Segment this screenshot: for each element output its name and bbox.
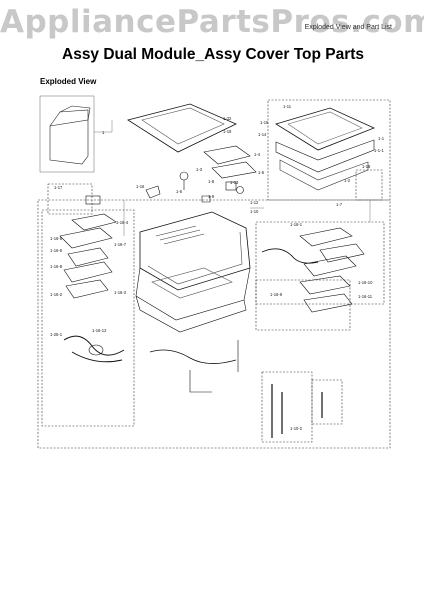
part-label: 1-16-12 [92, 328, 107, 333]
washer-lid [49, 109, 89, 127]
hose-assy-2 [71, 351, 123, 363]
page-title: Assy Dual Module_Assy Cover Top Parts [62, 46, 365, 63]
part-label: 1-15 [260, 120, 269, 125]
part-label: 1-7 [336, 202, 343, 207]
part-label: 1-17 [54, 185, 63, 190]
knob [179, 171, 189, 181]
part-label: 1-19 [223, 129, 232, 134]
washer-panel [59, 105, 91, 121]
frame-right-lower [255, 279, 351, 331]
drawer-body [59, 227, 113, 249]
part-label: 1-1-1 [374, 148, 384, 153]
wire-harness [149, 349, 237, 364]
right-drawer-2 [319, 243, 365, 263]
frame-right-box [255, 221, 385, 305]
small-valve [85, 195, 101, 205]
cabinet-frame [135, 267, 251, 321]
washer-body [49, 119, 89, 165]
part-label: 1-16-3 [114, 290, 127, 295]
part-label: 1-18 [362, 164, 371, 169]
part-label: 1-16 [136, 184, 145, 189]
pump-part [88, 344, 104, 356]
part-label: 1-4 [254, 152, 261, 157]
part-label: 1 [102, 130, 105, 135]
part-label: 1-16-1 [290, 222, 303, 227]
part-label: 1-3 [196, 167, 203, 172]
frame-small-right [355, 169, 383, 201]
frame-top-right [267, 99, 391, 201]
right-drawer-5 [303, 293, 353, 313]
frame-hose-box-2 [311, 379, 343, 425]
lid-glass [287, 111, 363, 145]
part-label: 1-13 [230, 180, 239, 185]
part-label: 1-1 [378, 136, 385, 141]
part-label: 1-16-2 [50, 292, 63, 297]
lid-frame-bottom [275, 139, 375, 173]
frame-small-left [47, 183, 93, 215]
lid-frame-rim [279, 159, 369, 191]
drawer-lower [65, 279, 109, 299]
part-label: 1-9 [208, 194, 215, 199]
part-label: 1-16-9 [270, 292, 283, 297]
page-label: Exploded View and Part List [304, 24, 392, 31]
part-label: 1-8 [208, 179, 215, 184]
part-label: 1-16-7 [114, 242, 127, 247]
cabinet-top-inner [147, 231, 243, 285]
drawer-cover [71, 213, 117, 231]
part-label: 1-12 [250, 200, 259, 205]
fluid-rails [155, 225, 205, 245]
part-label: 1-6 [176, 189, 183, 194]
sensor-part [236, 186, 244, 194]
part-label: 1-32 [223, 116, 232, 121]
part-label: 1-16-11 [358, 294, 373, 299]
drawer-cup [67, 247, 109, 267]
part-labels: 1 1-32 1-19 1-4 1-5 1-3 1-11 1-15 1-14 1… [50, 104, 385, 431]
part-label: 1-14 [258, 132, 267, 137]
watermark: AppliancePartsPros.com [0, 4, 424, 40]
part-label: 1-11 [283, 104, 292, 109]
frame-main [37, 199, 391, 449]
clip-part [201, 195, 211, 203]
lid-frame-right [275, 107, 376, 151]
part-label: 1-16-4 [116, 220, 129, 225]
control-panel-pcb [211, 161, 257, 179]
frame-left-box [41, 209, 135, 427]
part-label: 1-10-2 [290, 426, 303, 431]
part-label: 1-5 [258, 170, 265, 175]
part-label: 1-10 [250, 209, 259, 214]
right-drawer-3 [303, 255, 357, 277]
control-panel [203, 145, 251, 165]
washer-box-frame [39, 95, 95, 173]
hinge-part [145, 185, 161, 199]
section-subtitle: Exploded View [40, 77, 97, 86]
part-label: 1-16-5 [50, 236, 63, 241]
drawer-tray [63, 261, 113, 283]
leader-1 [94, 120, 113, 133]
frame-hose-box [261, 371, 313, 443]
cabinet-opening [151, 267, 233, 299]
part-label: 1-16-8 [50, 264, 63, 269]
part-label: 1-25-1 [50, 332, 63, 337]
cabinet-top [139, 211, 251, 291]
part-label: 1-16-10 [358, 280, 373, 285]
right-drawer-4 [299, 275, 351, 295]
cabinet-base [135, 295, 247, 333]
top-cover [127, 103, 237, 153]
top-cover-inner [141, 107, 225, 145]
switch-part [225, 181, 237, 191]
right-hose [261, 248, 319, 264]
right-drawer-1 [299, 227, 353, 247]
part-label: 1-16-6 [50, 248, 63, 253]
part-label: 1-2 [344, 178, 351, 183]
cable [189, 370, 212, 393]
